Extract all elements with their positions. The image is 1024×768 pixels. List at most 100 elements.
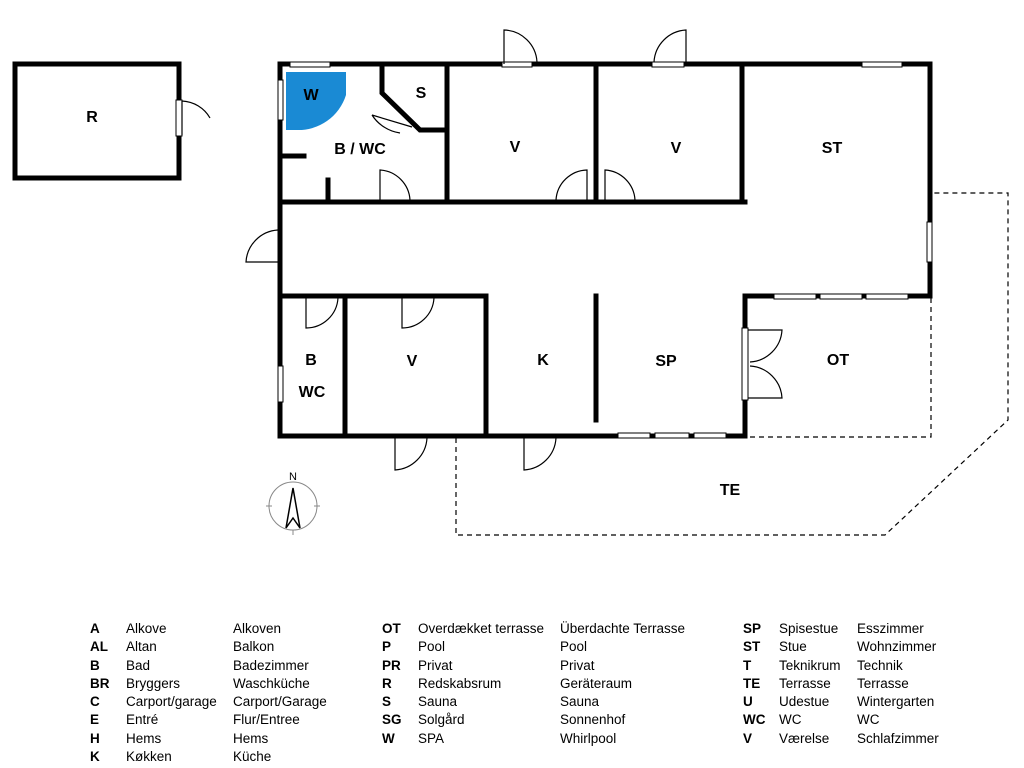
legend-danish-term: Solgård	[418, 712, 465, 728]
legend-danish-term: Privat	[418, 657, 453, 673]
legend-code: ST	[743, 639, 761, 655]
legend-german-term: Küche	[233, 749, 272, 765]
room-label-v3: V	[407, 353, 418, 370]
legend-german-term: Privat	[560, 657, 595, 673]
legend-code: R	[382, 675, 392, 691]
legend-row: W SPA Whirlpool	[382, 730, 685, 748]
legend-danish-term: Værelse	[779, 730, 830, 746]
legend-german-term: Badezimmer	[233, 657, 309, 673]
legend-row: K Køkken Küche	[90, 748, 327, 766]
legend-code: H	[90, 730, 100, 746]
legend-german-term: Whirlpool	[560, 730, 617, 746]
doors[interactable]	[245, 29, 783, 471]
room-label-sp: SP	[655, 353, 677, 370]
room-label-s: S	[416, 85, 427, 102]
windows	[277, 61, 933, 439]
legend-german-term: Flur/Entree	[233, 712, 300, 728]
legend-row: WC WC WC	[743, 711, 939, 729]
legend-danish-term: Terrasse	[779, 675, 831, 691]
legend-code: S	[382, 694, 392, 710]
legend-german-term: Wohnzimmer	[857, 639, 937, 655]
legend-code: WC	[743, 712, 766, 728]
legend-row: S Sauna Sauna	[382, 693, 685, 711]
legend-german-term: WC	[857, 712, 880, 728]
room-label-b: B	[305, 352, 317, 369]
room-label-bwc: B / WC	[334, 141, 386, 158]
legend-code: W	[382, 730, 395, 746]
legend-danish-term: Udestue	[779, 694, 830, 710]
legend-code: U	[743, 694, 753, 710]
legend-danish-term: Sauna	[418, 694, 458, 710]
legend-danish-term: Overdækket terrasse	[418, 621, 545, 636]
legend-code: A	[90, 621, 100, 636]
legend-german-term: Sauna	[560, 694, 600, 710]
legend-german-term: Schlafzimmer	[857, 730, 939, 746]
legend-code: OT	[382, 621, 401, 636]
legend-code: T	[743, 657, 752, 673]
room-label-v2: V	[671, 140, 682, 157]
room-label-w: W	[303, 87, 319, 104]
shed-door-opening	[175, 99, 183, 137]
spa-tub	[286, 72, 346, 131]
legend-german-term: Hems	[233, 730, 269, 746]
legend-row: SG Solgård Sonnenhof	[382, 711, 685, 729]
legend-danish-term: Stue	[779, 639, 807, 655]
legend-code: SG	[382, 712, 402, 728]
legend-row: OT Overdækket terrasse Überdachte Terrasse	[382, 620, 685, 638]
compass-icon: N	[266, 471, 320, 535]
legend-german-term: Pool	[560, 639, 588, 655]
room-label-wc: WC	[299, 384, 326, 401]
shed-door[interactable]	[181, 100, 211, 135]
legend-danish-term: Altan	[126, 639, 157, 655]
legend-code: K	[90, 749, 100, 765]
legend-danish-term: Bryggers	[126, 675, 181, 691]
room-label-k: K	[537, 352, 549, 369]
legend-danish-term: Alkove	[126, 621, 167, 636]
legend-code: SP	[743, 621, 762, 636]
legend-danish-term: Redskabsrum	[418, 675, 502, 691]
legend-code: V	[743, 730, 753, 746]
legend-danish-term: WC	[779, 712, 802, 728]
room-label-te: TE	[720, 482, 741, 499]
legend-row: U Udestue Wintergarten	[743, 693, 939, 711]
legend-row: A Alkove Alkoven	[90, 620, 327, 638]
legend-danish-term: Spisestue	[779, 621, 839, 636]
legend-german-term: Carport/Garage	[233, 694, 327, 710]
legend-row: V Værelse Schlafzimmer	[743, 730, 939, 748]
room-label-st: ST	[822, 140, 843, 157]
legend-row: R Redskabsrum Geräteraum	[382, 675, 685, 693]
legend-code: TE	[743, 675, 761, 691]
legend-code: B	[90, 657, 100, 673]
legend-row: B Bad Badezimmer	[90, 657, 327, 675]
legend-german-term: Geräteraum	[560, 675, 633, 691]
legend-code: BR	[90, 675, 110, 691]
legend-column-2: OT Overdækket terrasse Überdachte Terrasse…	[382, 620, 685, 748]
legend-german-term: Balkon	[233, 639, 275, 655]
legend-row: H Hems Hems	[90, 730, 327, 748]
room-label-v1: V	[510, 139, 521, 156]
room-label-r: R	[86, 109, 98, 126]
compass-north-label: N	[289, 471, 297, 483]
legend-danish-term: Køkken	[126, 749, 172, 765]
legend-danish-term: SPA	[418, 730, 445, 746]
legend-danish-term: Hems	[126, 730, 162, 746]
legend-german-term: Terrasse	[857, 675, 909, 691]
legend-row: ST Stue Wohnzimmer	[743, 638, 939, 656]
legend-german-term: Überdachte Terrasse	[560, 621, 686, 636]
legend-german-term: Alkoven	[233, 621, 282, 636]
legend-danish-term: Teknikrum	[779, 657, 841, 673]
legend-danish-term: Bad	[126, 657, 151, 673]
legend-german-term: Sonnenhof	[560, 712, 626, 728]
legend-german-term: Wintergarten	[857, 694, 935, 710]
legend-code: E	[90, 712, 100, 728]
